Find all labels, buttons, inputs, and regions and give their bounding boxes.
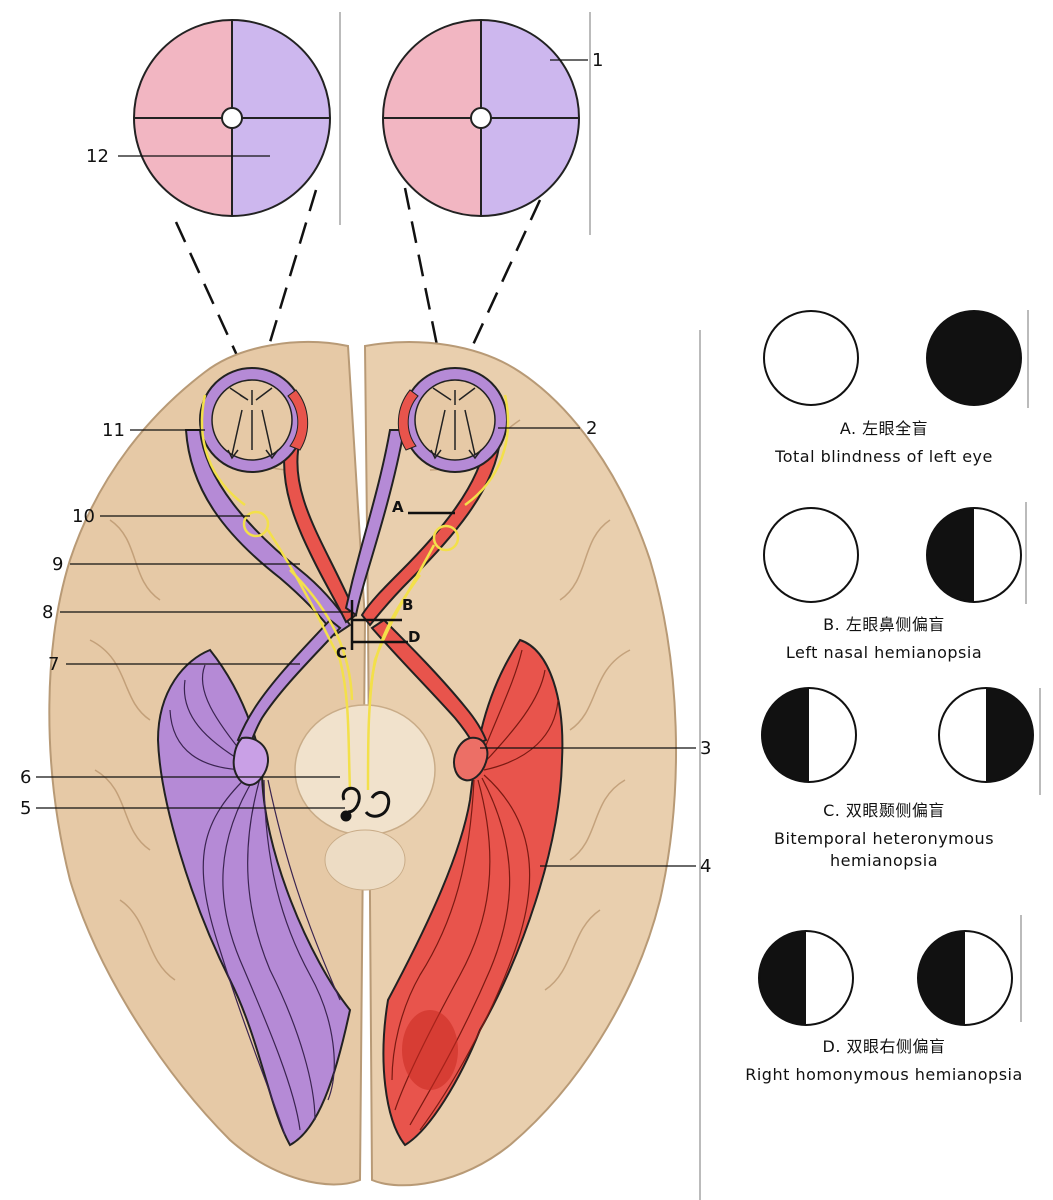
left-field-upper-left-quadrant [134,20,232,118]
label-5: 5 [20,798,31,819]
midbrain [295,705,435,835]
panel-c-fields [762,688,1040,795]
label-10: 10 [72,506,95,527]
panel-d-fields [759,915,1021,1025]
label-6: 6 [20,767,31,788]
lesion-b-label: B [402,596,413,614]
label-2: 2 [586,418,597,439]
label-8: 8 [42,602,53,623]
panel-a-title: A. 左眼全盲 [715,418,1053,440]
panel-d-english: Right homonymous hemianopsia [715,1064,1053,1086]
occipital-hotspot [402,1010,458,1090]
label-1: 1 [592,50,603,71]
right-field-lower-right-quadrant [481,118,579,216]
panel-a-left-eye-field [764,311,858,405]
right-field-fixation-point [471,108,491,128]
label-12: 12 [86,146,109,167]
right-field-upper-left-quadrant [383,20,481,118]
panel-b-left-eye-field [764,508,858,602]
panel-b-caption: B. 左眼鼻侧偏盲 Left nasal hemianopsia [715,614,1053,664]
panel-a-fields [764,310,1028,408]
lesion-d-label: D [408,628,420,646]
panel-d-caption: D. 双眼右侧偏盲 Right homonymous hemianopsia [715,1036,1053,1086]
label-9: 9 [52,554,63,575]
panel-a-right-eye-field [927,311,1021,405]
label-3: 3 [700,738,711,759]
panel-a-caption: A. 左眼全盲 Total blindness of left eye [715,418,1053,468]
right-field-upper-right-quadrant [481,20,579,118]
panel-b-fields [764,502,1026,604]
panel-c-caption: C. 双眼颞侧偏盲 Bitemporal heteronymous hemian… [715,800,1053,872]
left-field-upper-right-quadrant [232,20,330,118]
panel-c-english: Bitemporal heteronymous [715,828,1053,850]
pons-region [325,830,405,890]
left-field-lower-right-quadrant [232,118,330,216]
panel-b-title: B. 左眼鼻侧偏盲 [715,614,1053,636]
brain-base [49,342,676,1185]
panel-d-title: D. 双眼右侧偏盲 [715,1036,1053,1058]
left-eye-visual-field [134,20,330,216]
panel-b-english: Left nasal hemianopsia [715,642,1053,664]
lesion-a-label: A [392,498,404,516]
left-field-fixation-point [222,108,242,128]
panel-c-english-2: hemianopsia [715,850,1053,872]
panel-a-english: Total blindness of left eye [715,446,1053,468]
panel-c-title: C. 双眼颞侧偏盲 [715,800,1053,822]
label-11: 11 [102,420,125,441]
right-field-lower-left-quadrant [383,118,481,216]
label-4: 4 [700,856,711,877]
lesion-c-label: C [336,644,347,662]
left-field-lower-left-quadrant [134,118,232,216]
label-7: 7 [48,654,59,675]
right-eye-visual-field [383,20,579,216]
